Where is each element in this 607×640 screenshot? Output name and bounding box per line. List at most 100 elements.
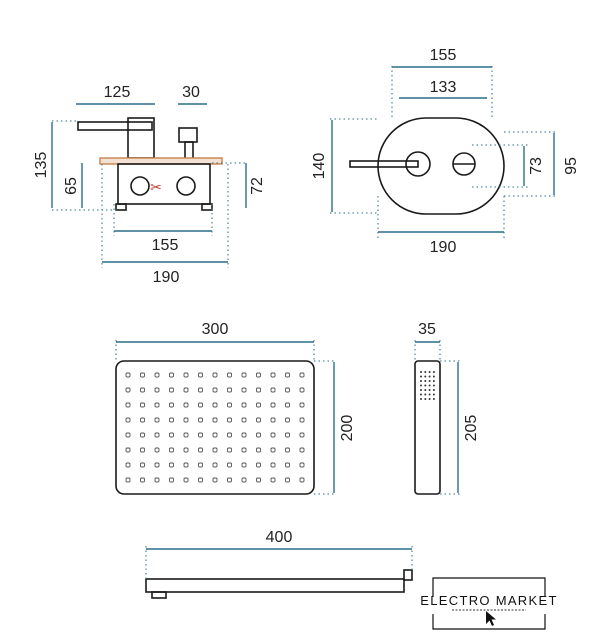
nozzle	[227, 462, 232, 468]
nozzle	[241, 462, 247, 468]
nozzle	[227, 432, 232, 438]
nozzle	[183, 387, 189, 393]
nozzle	[169, 447, 174, 453]
nozzle	[183, 402, 189, 408]
nozzle	[125, 402, 131, 408]
dim-label-front-width: 190	[430, 239, 457, 256]
nozzle	[183, 477, 189, 483]
nozzle	[154, 402, 160, 408]
hand-nozzle	[428, 380, 431, 382]
nozzle	[270, 432, 276, 438]
hand-shower-nozzles	[420, 371, 435, 400]
cut-marker-icon: ✂	[150, 180, 162, 196]
nozzle	[154, 432, 160, 438]
valve-port-right	[176, 176, 196, 196]
nozzle	[198, 417, 203, 423]
nozzle	[125, 372, 131, 378]
hand-nozzle	[432, 398, 435, 400]
nozzle	[198, 402, 203, 408]
dim-label-arm-length: 400	[266, 529, 293, 546]
nozzle	[241, 402, 247, 408]
nozzle	[285, 402, 290, 408]
hand-nozzle	[428, 384, 431, 387]
nozzle	[299, 477, 305, 483]
hand-shower-body	[414, 360, 441, 495]
valve-port-left	[130, 176, 150, 196]
nozzle	[227, 417, 232, 423]
hand-nozzle	[428, 389, 431, 391]
hand-nozzle	[420, 380, 422, 382]
dim-label-width-total: 190	[153, 269, 180, 286]
hand-nozzle	[432, 389, 435, 391]
cursor-arrow-icon	[486, 611, 496, 626]
nozzle	[256, 372, 261, 378]
nozzle	[212, 417, 218, 423]
mixer-side-view: ✂ 125 30 135 65 72 155 190	[33, 84, 266, 286]
nozzle	[299, 372, 305, 378]
nozzle	[169, 432, 174, 438]
nozzle	[169, 477, 174, 483]
nozzle	[140, 447, 145, 453]
lever-body	[127, 117, 155, 159]
lever-handle	[77, 121, 153, 131]
nozzle	[227, 477, 232, 483]
hand-nozzle	[432, 393, 435, 396]
logo-frame-bottom	[432, 614, 546, 630]
nozzle	[299, 387, 305, 393]
nozzle	[154, 477, 160, 483]
logo-frame-top	[432, 577, 546, 597]
nozzle	[270, 447, 276, 453]
nozzle	[270, 417, 276, 423]
nozzle	[285, 387, 290, 393]
front-lever-hub	[405, 151, 431, 177]
nozzle	[125, 417, 131, 423]
nozzle	[299, 432, 305, 438]
cover-plate	[99, 157, 223, 165]
dim-label-width-body: 155	[152, 237, 179, 254]
nozzle	[270, 387, 276, 393]
hand-nozzle	[424, 393, 427, 396]
mixer-front-view: 155 133 140 73 95 190	[311, 47, 580, 256]
shower-head-plate	[115, 360, 315, 495]
nozzle	[169, 387, 174, 393]
dim-label-front-outer-height: 95	[563, 157, 580, 175]
nozzle	[270, 372, 276, 378]
nozzle	[154, 447, 160, 453]
hand-nozzle	[424, 389, 427, 391]
nozzle	[212, 447, 218, 453]
hand-nozzle	[428, 398, 431, 400]
nozzle	[169, 417, 174, 423]
dim-label-front-inner-height: 73	[528, 157, 545, 175]
hand-nozzle	[428, 371, 431, 373]
dim-label-plate-inner: 133	[430, 79, 457, 96]
nozzle	[125, 387, 131, 393]
nozzle	[125, 447, 131, 453]
hand-nozzle	[420, 371, 422, 373]
nozzle	[125, 432, 131, 438]
nozzle	[140, 432, 145, 438]
hand-nozzle	[420, 393, 422, 396]
nozzle	[256, 402, 261, 408]
nozzle	[169, 462, 174, 468]
nozzle	[241, 447, 247, 453]
nozzle	[198, 372, 203, 378]
nozzle	[212, 432, 218, 438]
nozzle	[140, 417, 145, 423]
hand-nozzle	[432, 371, 435, 373]
nozzle	[241, 417, 247, 423]
shower-arm-bar	[145, 578, 405, 593]
nozzle	[256, 462, 261, 468]
hand-nozzle	[420, 375, 422, 378]
nozzle	[256, 447, 261, 453]
shower-arm-nozzle-end	[151, 591, 167, 599]
dim-label-plate-outer: 155	[430, 47, 457, 64]
nozzle	[227, 387, 232, 393]
nozzle	[140, 462, 145, 468]
nozzle	[227, 447, 232, 453]
nozzle	[154, 387, 160, 393]
nozzle	[183, 432, 189, 438]
nozzle	[299, 402, 305, 408]
nozzle	[241, 387, 247, 393]
nozzle	[285, 372, 290, 378]
nozzle	[212, 372, 218, 378]
